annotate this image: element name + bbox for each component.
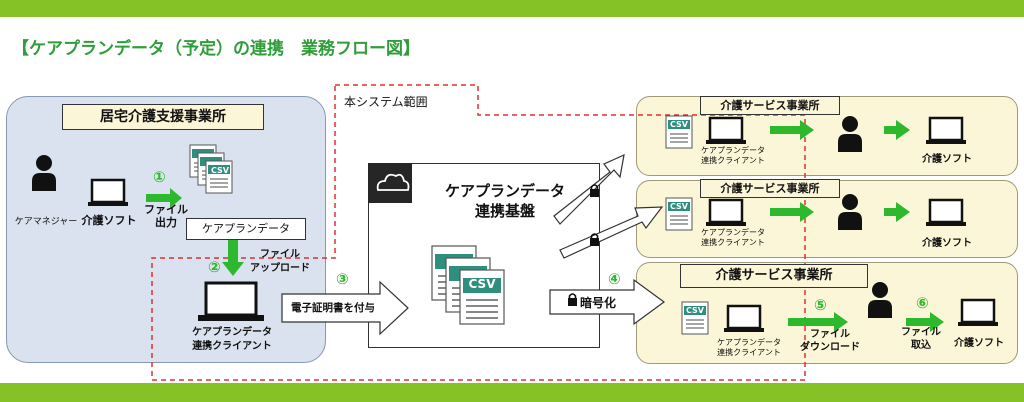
file-download-label: ファイル ダウンロード (800, 329, 860, 353)
client-label-left: ケアプランデータ 連携クライアント (192, 327, 272, 352)
page-title: 【ケアプランデータ（予定）の連携 業務フロー図】 (12, 39, 420, 59)
digital-certificate-label: 電子証明書を付与 (291, 302, 375, 314)
arrow-file-download (788, 312, 848, 332)
client-laptop-icon-left (198, 281, 264, 321)
step4-marker: ④ (608, 270, 621, 288)
arrow-file-upload (222, 238, 244, 276)
step6-marker: ⑥ (916, 294, 929, 312)
care-soft-laptop-icon (86, 178, 130, 208)
office-1-soft-label: 介護ソフト (922, 154, 972, 165)
step5-marker: ⑤ (814, 296, 827, 314)
person-icon-office-1 (838, 116, 862, 152)
file-output-label: ファイル 出力 (144, 203, 188, 229)
arrow-file-import (906, 312, 944, 332)
care-plan-data-box: ケアプランデータ (186, 218, 306, 240)
soft-laptop-icon-office-2 (924, 198, 968, 228)
top-bar (0, 0, 1024, 17)
cloud-icon (376, 173, 410, 191)
care-manager-person-icon (32, 155, 56, 191)
office-2-soft-label: 介護ソフト (922, 238, 972, 249)
office-2-title: 介護サービス事業所 (700, 179, 840, 198)
platform-title: ケアプランデータ 連携基盤 (444, 182, 565, 220)
office-3-soft-label: 介護ソフト (954, 338, 1004, 349)
office-1-title: 介護サービス事業所 (700, 96, 840, 115)
client-laptop-icon-office-2 (704, 198, 748, 228)
csv-label-office-2: CSV (670, 202, 688, 211)
arrow-office-2-a (770, 202, 814, 222)
arrow-to-office-3 (549, 278, 666, 326)
csv-label-office-1: CSV (670, 120, 688, 129)
office-1-client-label: ケアプランデータ 連携クライアント (701, 146, 765, 165)
file-import-label: ファイル 取込 (901, 327, 941, 351)
cloud-icon-box (368, 163, 412, 203)
arrow-office-1-a (770, 120, 814, 140)
csv-label-left: CSV (211, 166, 229, 175)
encrypt-label: 暗号化 (580, 296, 617, 310)
csv-label-office-3: CSV (686, 306, 704, 315)
arrow-digital-certificate (281, 280, 409, 336)
client-laptop-icon-office-3 (722, 304, 766, 334)
step2-marker: ② (208, 258, 221, 276)
care-soft-label: 介護ソフト (81, 214, 137, 227)
system-scope-label: 本システム範囲 (344, 95, 428, 109)
arrow-to-office-1 (553, 153, 625, 225)
csv-label-platform: CSV (468, 277, 496, 291)
person-icon-office-2 (838, 194, 862, 230)
arrow-file-output (146, 188, 182, 208)
office-3-title: 介護サービス事業所 (680, 264, 868, 288)
arrow-to-office-2 (559, 206, 664, 259)
step3-marker: ③ (336, 270, 349, 288)
file-upload-label: ファイル アップロード (250, 249, 310, 274)
soft-laptop-icon-office-3 (956, 298, 1000, 328)
soft-laptop-icon-office-1 (924, 116, 968, 146)
home-office-title: 居宅介護支援事業所 (62, 104, 264, 130)
office-3-client-label: ケアプランデータ 連携クライアント (717, 338, 781, 357)
arrow-office-1-b (884, 120, 910, 140)
step1-marker: ① (153, 168, 166, 186)
bottom-bar (0, 383, 1024, 402)
client-laptop-icon-office-1 (704, 116, 748, 146)
office-2-client-label: ケアプランデータ 連携クライアント (701, 228, 765, 247)
person-icon-office-3 (868, 282, 892, 318)
system-scope-outline (151, 84, 806, 381)
arrow-office-2-b (884, 202, 910, 222)
care-manager-label: ケアマネジャー (14, 217, 78, 227)
